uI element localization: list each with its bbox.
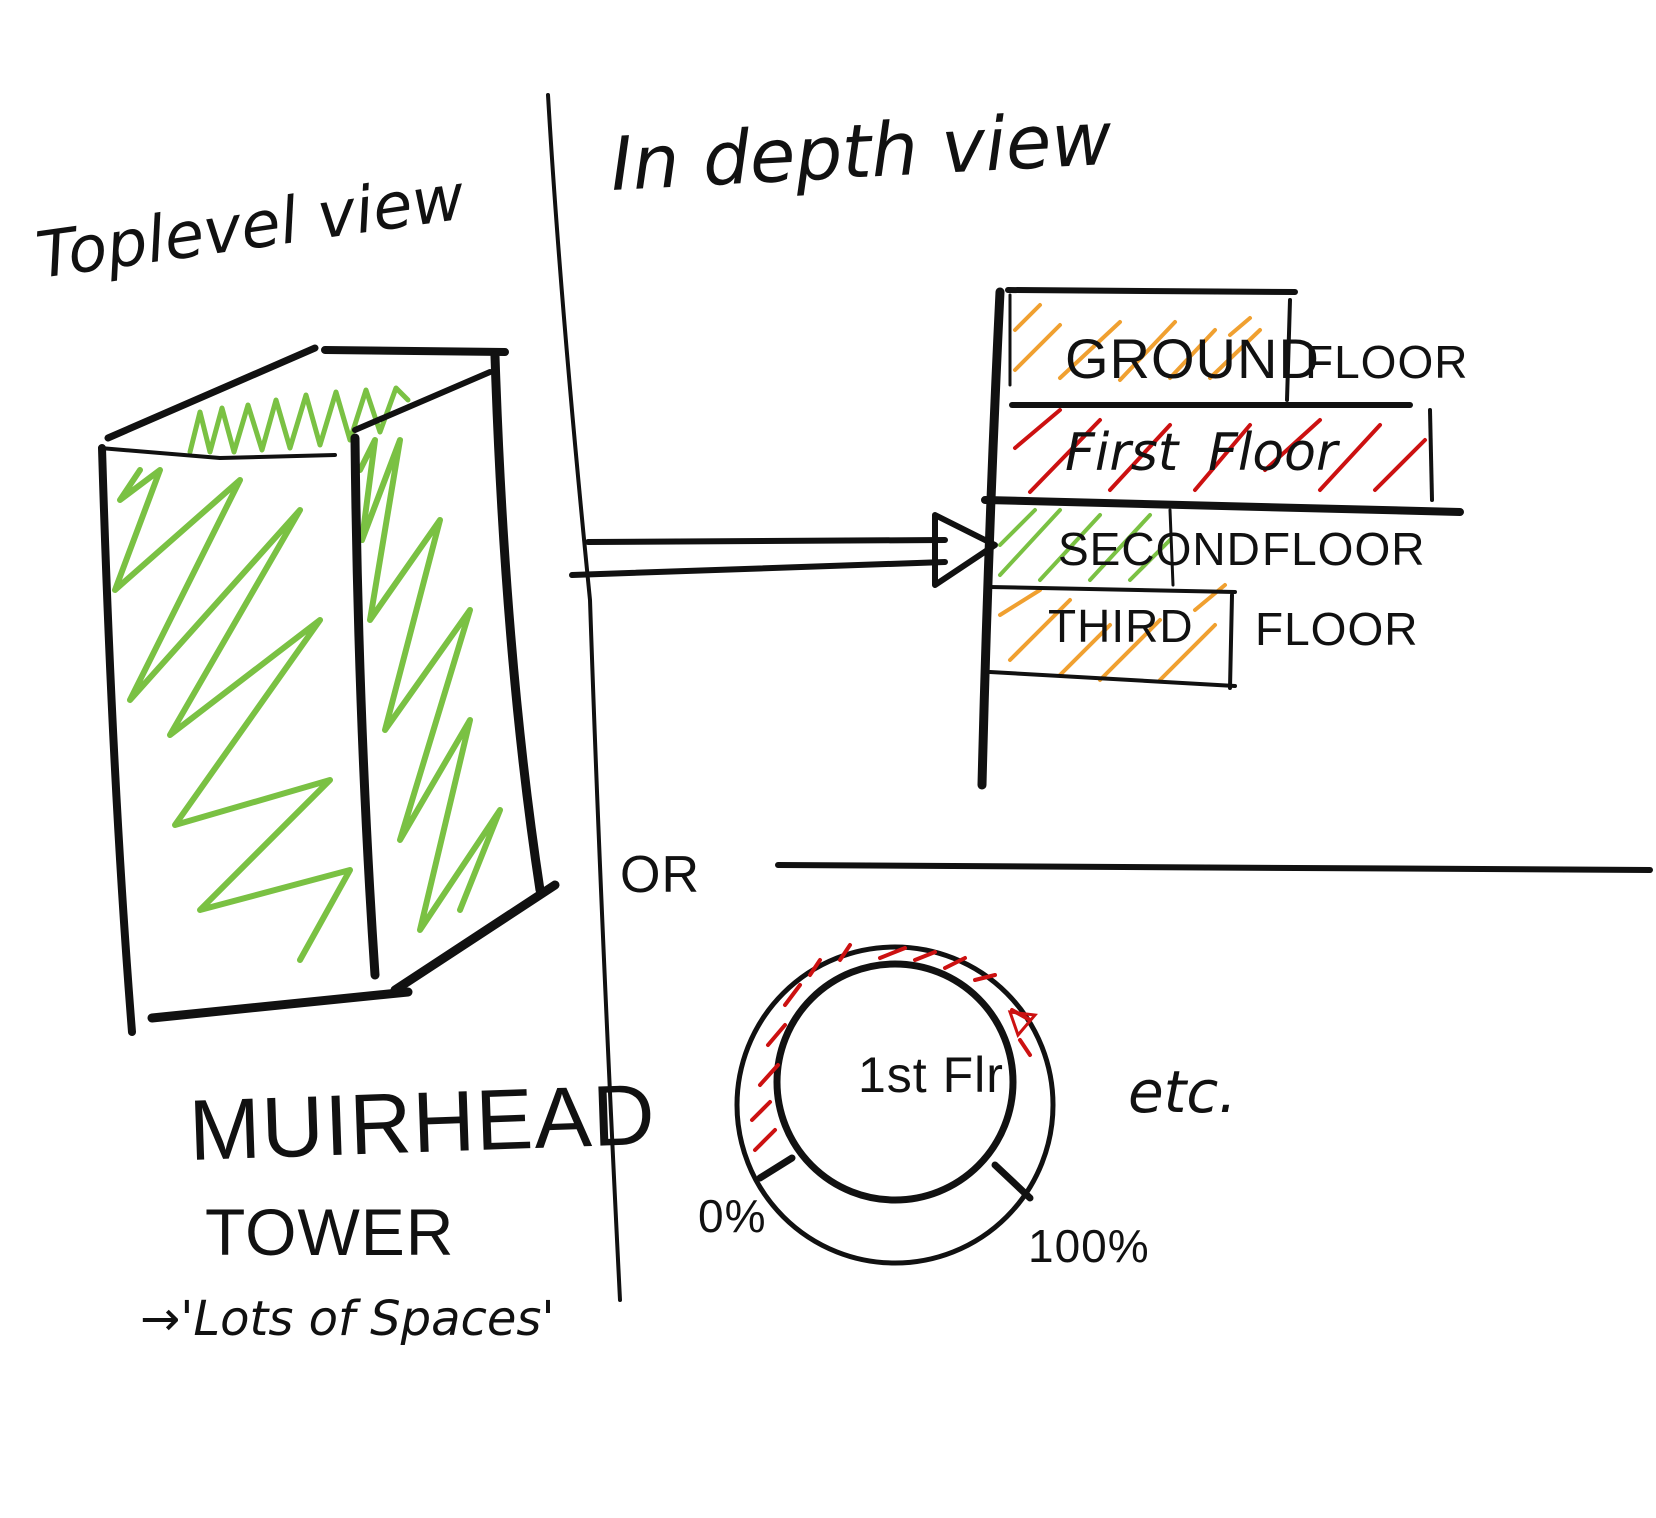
arrow-head: [932, 512, 998, 588]
gauge-outer-ring: [734, 944, 1056, 1266]
arrow-to-floors: [569, 512, 998, 588]
gauge-max-tick: [991, 1161, 1034, 1202]
side-back-edge: [490, 351, 545, 895]
first-floor-bottom: [981, 496, 1464, 516]
third-floor-label-suffix: FLOOR: [1255, 603, 1418, 655]
third-floor-hatching: [998, 583, 1227, 682]
third-floor-label: THIRD: [1048, 600, 1194, 652]
base-side-edge: [390, 880, 560, 995]
second-floor-divider: [1168, 508, 1175, 587]
roof-front-edge: [98, 446, 337, 460]
first-floor-hatching: [1013, 408, 1427, 494]
arrow-shaft-bottom: [569, 559, 948, 578]
gauge-max-label: 100%: [1028, 1220, 1150, 1272]
gauge-min-label: 0%: [698, 1190, 766, 1242]
second-floor-label: SECOND: [1058, 523, 1261, 575]
gauge-center-label: 1st Flr: [858, 1047, 1004, 1103]
base-front-edge: [147, 987, 413, 1023]
third-floor-bottom: [988, 670, 1237, 688]
front-face-green-hatching: [112, 467, 353, 963]
ground-floor-divider: [1285, 298, 1292, 402]
first-floor-right: [1428, 408, 1434, 502]
roof-right-edge: [352, 369, 493, 433]
gauge-min-tick: [756, 1154, 796, 1182]
first-floor-label-suffix: Floor: [1208, 423, 1341, 483]
gauge-progress-hatching: [750, 943, 1032, 1152]
arrow-shaft-top: [585, 537, 948, 545]
ground-floor-hatching: [1013, 303, 1262, 382]
first-floor-label: First: [1065, 423, 1180, 483]
front-left-edge: [98, 444, 136, 1036]
ground-floor-top: [1005, 287, 1298, 295]
toplevel-view-heading: Toplevel view: [32, 161, 470, 294]
etc-label: etc.: [1128, 1058, 1237, 1126]
roof-back-edge: [321, 346, 509, 356]
building-name-line1: MUIRHEAD: [187, 1067, 657, 1179]
gauge-progress-marker: [1007, 1010, 1038, 1038]
in-depth-view-heading: In depth view: [608, 96, 1114, 208]
ground-floor-label-suffix: FLOOR: [1305, 336, 1468, 388]
ground-floor-label: GROUND: [1065, 327, 1320, 390]
floor-gauge: 1st Flr 0% 100%: [698, 943, 1150, 1272]
side-face-green-hatching: [357, 437, 503, 933]
vertical-divider: [546, 93, 622, 1302]
building-sketch: [98, 344, 560, 1036]
building-subtitle: →'Lots of Spaces': [140, 1291, 555, 1347]
second-floor-hatching: [998, 508, 1172, 582]
floor-stack: GROUND FLOOR First Floor SECOND FLOOR TH…: [977, 287, 1468, 790]
roof-left-edge: [104, 344, 319, 442]
second-floor-label-suffix: FLOOR: [1262, 523, 1425, 575]
third-floor-right: [1228, 593, 1234, 690]
gauge-inner-ring: [773, 960, 1017, 1204]
or-separator-line: [775, 862, 1653, 873]
or-label: OR: [620, 846, 700, 904]
third-floor-top: [988, 585, 1237, 594]
front-right-edge: [350, 433, 380, 980]
floor-stack-spine: [977, 287, 1005, 790]
roof-green-hatching: [187, 385, 411, 455]
building-name-line2: TOWER: [205, 1195, 454, 1269]
